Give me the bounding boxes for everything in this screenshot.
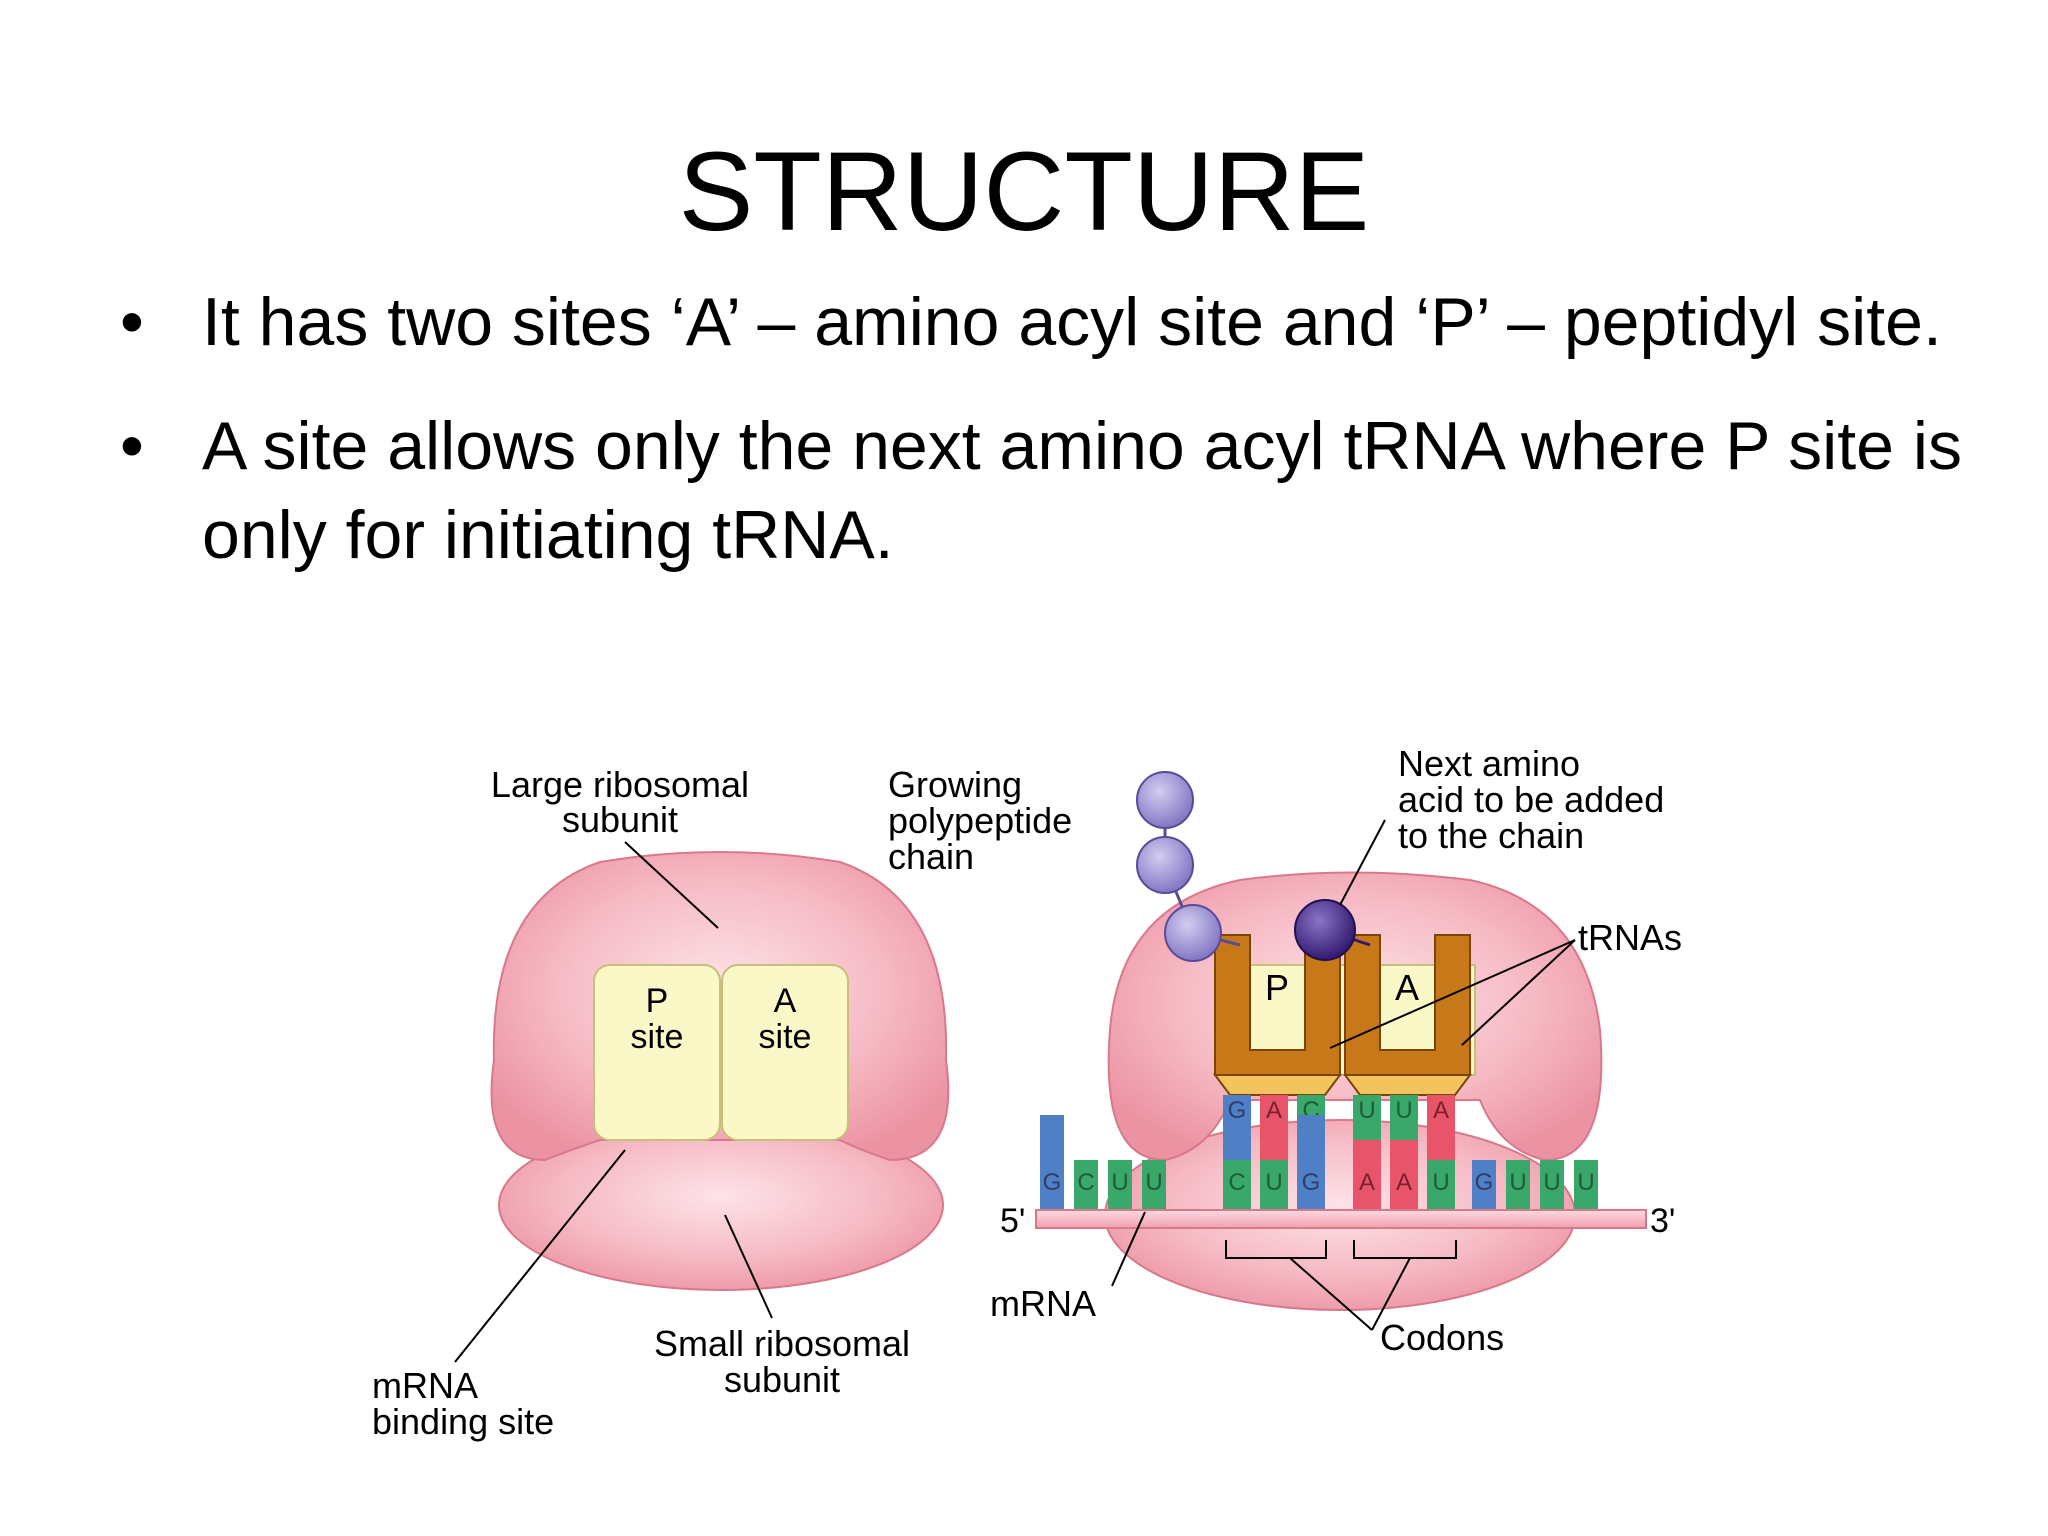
mrna-base-bar [1142, 1160, 1166, 1210]
bullet-text: It has two sites ‘A’ – amino acyl site a… [202, 284, 1942, 360]
mrna-base-bar [1108, 1160, 1132, 1210]
mrna-base-bar [1574, 1160, 1598, 1210]
small-subunit-label-line2: subunit [724, 1359, 840, 1400]
mrna-binding-label-line2: binding site [372, 1401, 554, 1442]
mrna-base-bar [1427, 1160, 1455, 1210]
trna-a-letter: A [1395, 967, 1419, 1008]
mrna-base-bar [1506, 1160, 1530, 1210]
five-prime-label: 5' [1000, 1202, 1025, 1240]
mrna-letter: G [1475, 1169, 1494, 1196]
three-prime-label: 3' [1650, 1202, 1675, 1240]
mrna-base-bar [1223, 1160, 1251, 1210]
amino-acid-circle [1164, 904, 1222, 962]
mrna-letter: C [1077, 1169, 1094, 1196]
mrna-letter: A [1359, 1169, 1375, 1196]
anticodon-letter: U [1395, 1097, 1412, 1124]
bullet-dot: • [120, 408, 144, 485]
p-site-letter: P [646, 982, 669, 1020]
left-p-site [593, 964, 721, 1141]
mrna-letter: U [1265, 1169, 1282, 1196]
growing-chain-label-line1: Growing [888, 764, 1022, 805]
mrna-base-bar [1390, 1140, 1418, 1210]
trna-p-letter: P [1265, 967, 1289, 1008]
next-amino-pointer [1339, 819, 1386, 906]
large-subunit-pointer [624, 841, 719, 929]
mrna-letter: C [1228, 1169, 1245, 1196]
trna-a [1343, 934, 1472, 1096]
bullet-dot: • [120, 284, 144, 360]
growing-chain-label-line3: chain [888, 836, 974, 877]
mrna-base-bar [1353, 1140, 1381, 1210]
trnas-pointer [1329, 939, 1576, 1049]
mrna-letter: U [1145, 1169, 1162, 1196]
slide-title: STRUCTURE [678, 129, 1370, 254]
codons-pointer [1289, 1257, 1373, 1331]
mrna-label: mRNA [990, 1283, 1096, 1324]
mrna-base-bar [1472, 1160, 1496, 1210]
bullet-item: • It has two sites ‘A’ – amino acyl site… [120, 278, 1980, 366]
mrna-base-bar [1540, 1160, 1564, 1210]
mrna-base-bar [1260, 1160, 1288, 1210]
amino-acid-circle [1136, 771, 1194, 829]
large-subunit-label-line2: subunit [562, 799, 678, 840]
mrna-letter: U [1543, 1169, 1560, 1196]
large-subunit-label-line1: Large ribosomal [491, 764, 749, 805]
mrna-letter: A [1396, 1169, 1412, 1196]
bullet-item: • A site allows only the next amino acyl… [120, 402, 1980, 579]
trnas-pointer [1461, 939, 1576, 1046]
right-ribosome: P A G A C U U A [888, 743, 1682, 1358]
left-ribosome: P site A site Large ribosomal subunit Sm… [372, 764, 950, 1442]
mrna-letter: G [1302, 1169, 1321, 1196]
a-site-word: site [759, 1018, 812, 1056]
bullet-text: A site allows only the next amino acyl t… [202, 408, 1962, 573]
bullet-list: • It has two sites ‘A’ – amino acyl site… [120, 278, 1980, 615]
anticodon-letter: A [1433, 1097, 1449, 1124]
codon-bracket [1225, 1240, 1327, 1259]
anticodon-letter: A [1266, 1097, 1282, 1124]
mrna-strand [1035, 1209, 1647, 1229]
mrna-letter: G [1043, 1169, 1062, 1196]
a-site-letter: A [774, 982, 797, 1020]
next-amino-label-line2: acid to be added [1398, 779, 1664, 820]
mrna-binding-label-line1: mRNA [372, 1365, 478, 1406]
p-site-word: site [631, 1018, 684, 1056]
amino-acid-circle [1136, 836, 1194, 894]
mrna-letter: U [1509, 1169, 1526, 1196]
next-amino-label-line3: to the chain [1398, 815, 1584, 856]
anticodon-letter: U [1358, 1097, 1375, 1124]
mrna-base-bar [1297, 1115, 1325, 1210]
growing-chain-label-line2: polypeptide [888, 800, 1072, 841]
mrna-letter: U [1432, 1169, 1449, 1196]
mrna-binding-pointer [454, 1149, 626, 1363]
next-amino-label-line1: Next amino [1398, 743, 1580, 784]
next-amino-acid-circle [1294, 899, 1356, 961]
mrna-pointer [1111, 1211, 1146, 1287]
trnas-label: tRNAs [1578, 917, 1682, 958]
anticodon-letter: G [1228, 1097, 1247, 1124]
mrna-letter: U [1111, 1169, 1128, 1196]
mrna-base-bar [1074, 1160, 1098, 1210]
codon-bracket [1353, 1240, 1457, 1259]
codons-pointer [1371, 1257, 1411, 1331]
mrna-base-bar [1040, 1115, 1064, 1210]
small-subunit-label-line1: Small ribosomal [654, 1323, 910, 1364]
small-subunit-pointer [724, 1214, 773, 1319]
left-a-site [721, 964, 849, 1141]
mrna-bases-group: G C U U C U G A A U G U U U [1040, 1115, 1598, 1210]
codons-label: Codons [1380, 1317, 1504, 1358]
mrna-letter: U [1577, 1169, 1594, 1196]
